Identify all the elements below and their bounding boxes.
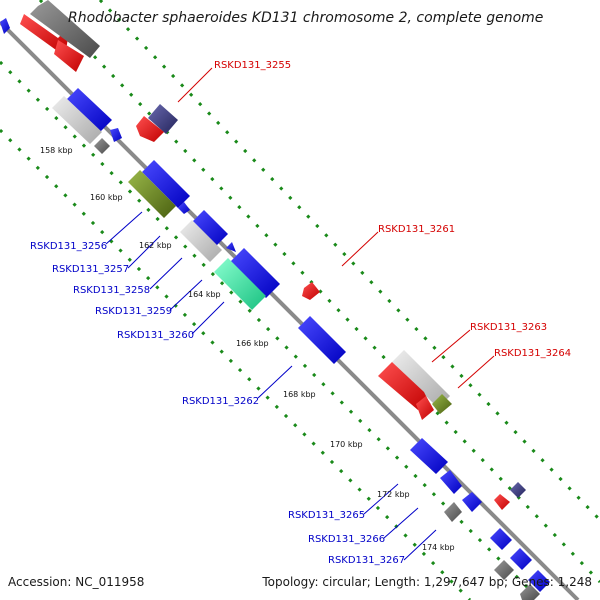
- gene-label-3256[interactable]: RSKD131_3256: [30, 241, 107, 252]
- accession-text: Accession: NC_011958: [8, 575, 144, 589]
- tick-label: 172 kbp: [377, 490, 410, 499]
- leader-3263: [431, 329, 471, 363]
- gene-blue-3262: [298, 316, 346, 364]
- gene-olive-3256: [128, 170, 176, 218]
- tick-label: 160 kbp: [90, 193, 123, 202]
- topology-text: Topology: circular; Length: 1,297,647 bp…: [261, 575, 592, 589]
- gene-blue-3265: [410, 438, 448, 474]
- leader-3265: [363, 483, 399, 515]
- tick-label: 166 kbp: [236, 339, 269, 348]
- gene-blue-158b: [110, 128, 122, 142]
- gene-label-3265[interactable]: RSKD131_3265: [288, 510, 365, 521]
- gene-lightgrey-3263: [392, 350, 450, 408]
- leader-3259: [169, 279, 203, 311]
- gene-blue-3259-arrow: [226, 242, 236, 252]
- leader-3258: [149, 257, 183, 290]
- tick-label: 174 kbp: [422, 543, 455, 552]
- map-title: Rhodobacter sphaeroides KD131 chromosome…: [68, 10, 543, 26]
- tick-label: 170 kbp: [330, 440, 363, 449]
- gene-red-top-2: [54, 40, 84, 72]
- leader-3257: [127, 235, 161, 269]
- gene-blue-top: [0, 18, 10, 34]
- gene-label-3260[interactable]: RSKD131_3260: [117, 330, 194, 341]
- gene-blue-3258: [192, 210, 228, 246]
- gene-olive-3264: [432, 394, 452, 414]
- gene-red-top: [20, 14, 70, 50]
- leader-3261: [341, 231, 379, 267]
- gene-blue-3266: [462, 492, 482, 512]
- gene-grey-lower-2: [520, 584, 540, 600]
- gene-label-3262[interactable]: RSKD131_3262: [182, 396, 259, 407]
- gene-lightgrey-158: [52, 96, 102, 144]
- tick-label: 168 kbp: [283, 390, 316, 399]
- tick-label: 158 kbp: [40, 146, 73, 155]
- gene-label-3259[interactable]: RSKD131_3259: [95, 306, 172, 317]
- gene-label-3264[interactable]: RSKD131_3264: [494, 348, 571, 359]
- gene-blue-3257: [178, 202, 190, 214]
- gene-navy-3255: [148, 104, 178, 134]
- leader-3262: [257, 365, 293, 399]
- gene-label-3266[interactable]: RSKD131_3266: [308, 534, 385, 545]
- gene-lightgrey-3258: [180, 220, 222, 262]
- gene-label-3261[interactable]: RSKD131_3261: [378, 224, 455, 235]
- leader-3267: [403, 529, 437, 561]
- tick-label: 162 kbp: [139, 241, 172, 250]
- leader-3256: [105, 211, 143, 245]
- gene-navy-lower: [510, 482, 526, 498]
- gene-red-3263b: [416, 396, 434, 420]
- gene-blue-lower: [510, 548, 532, 570]
- gene-teal-3260: [214, 258, 266, 310]
- leader-3255: [177, 67, 213, 103]
- gene-label-3263[interactable]: RSKD131_3263: [470, 322, 547, 333]
- gene-label-3258[interactable]: RSKD131_3258: [73, 285, 150, 296]
- outer-track-1: [38, 0, 600, 584]
- gene-blue-3260: [230, 248, 280, 298]
- leader-3266: [383, 507, 419, 539]
- gene-red-3261: [302, 282, 320, 300]
- gene-blue-3267: [490, 528, 512, 550]
- forward-genes: [20, 0, 526, 510]
- gene-label-3267[interactable]: RSKD131_3267: [328, 555, 405, 566]
- leader-lines: [105, 67, 495, 561]
- tick-labels: 158 kbp 160 kbp 162 kbp 164 kbp 166 kbp …: [40, 146, 455, 552]
- tick-label: 164 kbp: [188, 290, 221, 299]
- gene-red-3263: [378, 362, 430, 410]
- gene-red-lower: [494, 494, 510, 510]
- gene-blue-lower-2: [528, 570, 550, 592]
- gene-grey-3266: [444, 502, 462, 522]
- gene-blue-3256: [142, 160, 190, 208]
- leader-3260: [191, 301, 225, 335]
- gene-grey-top: [30, 0, 100, 58]
- gene-grey-158: [94, 138, 110, 154]
- reverse-genes: [0, 18, 550, 600]
- gene-label-3257[interactable]: RSKD131_3257: [52, 264, 129, 275]
- gene-blue-3265b: [440, 470, 462, 494]
- gene-label-3255[interactable]: RSKD131_3255: [214, 60, 291, 71]
- gene-labels: RSKD131_3255 RSKD131_3261 RSKD131_3263 R…: [30, 60, 571, 566]
- gene-blue-158: [66, 88, 112, 132]
- gene-red-3255: [136, 116, 164, 142]
- gene-grey-lower: [494, 560, 514, 580]
- inner-track-1: [0, 60, 542, 600]
- leader-3264: [457, 355, 495, 389]
